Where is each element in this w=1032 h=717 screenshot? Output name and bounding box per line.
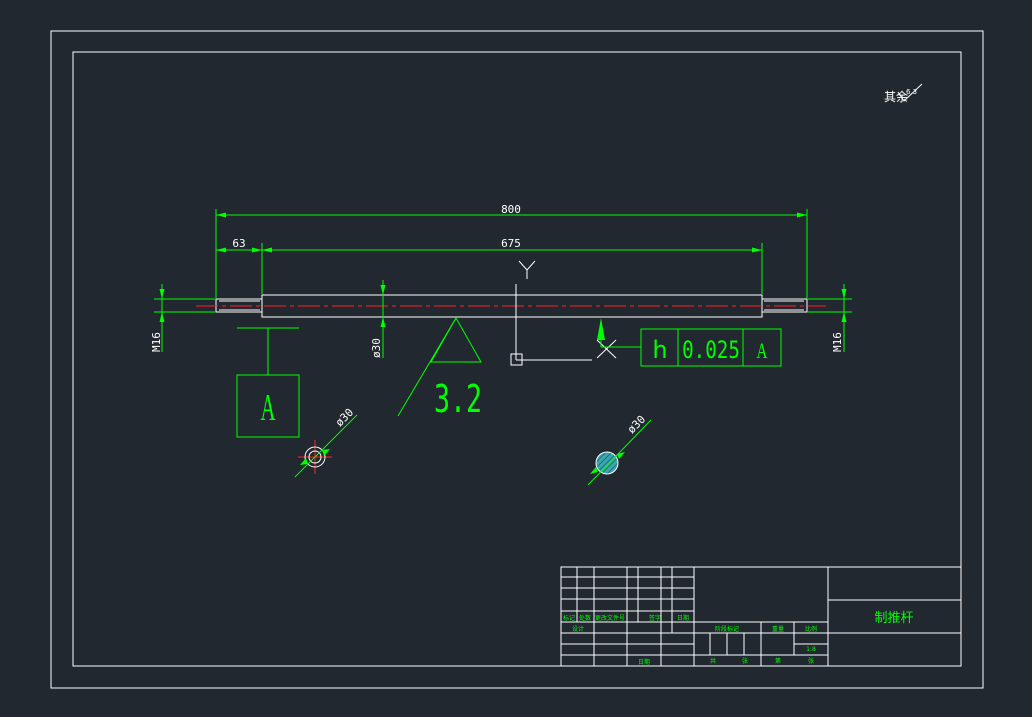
roughness-check-icon bbox=[897, 83, 923, 102]
sheet-label: 张 bbox=[742, 657, 748, 665]
arrow-icon bbox=[262, 247, 272, 253]
dimension-overall: 800 bbox=[215, 203, 808, 298]
tolerance-symbol: h bbox=[652, 336, 667, 364]
header-change-doc: 更改文件号 bbox=[595, 614, 625, 622]
page-sheet-label: 张 bbox=[808, 657, 814, 665]
dimension-body-diameter: ø30 bbox=[370, 280, 386, 358]
dimension-text-m16-left: M16 bbox=[150, 332, 163, 352]
page-label: 第 bbox=[775, 657, 781, 665]
section-hatched-circle bbox=[595, 451, 619, 475]
arrow-icon bbox=[841, 312, 847, 322]
arrow-icon bbox=[590, 467, 598, 474]
dimension-left-thread: M16 bbox=[150, 284, 215, 352]
ucs-icon bbox=[510, 260, 617, 366]
roughness-symbol: 3.2 bbox=[397, 317, 482, 421]
roughness-note-value: 6.3 bbox=[906, 88, 917, 96]
inner-border bbox=[72, 51, 962, 667]
header-count: 处数 bbox=[579, 614, 591, 622]
title-block: 标记 处数 更改文件号 签字 日期 设计 日期 阶段标记 重量 比例 1:8 共… bbox=[560, 566, 962, 667]
roughness-value: 3.2 bbox=[434, 377, 482, 421]
tolerance-value: 0.025 bbox=[682, 337, 740, 365]
arrow-icon bbox=[252, 247, 262, 253]
section-inner-circle bbox=[308, 450, 322, 464]
arrow-icon bbox=[159, 289, 165, 299]
dimension-body: 63 675 bbox=[216, 237, 763, 294]
arrow-icon bbox=[797, 212, 807, 218]
arrow-icon bbox=[380, 317, 386, 327]
scale-label: 比例 bbox=[805, 625, 817, 633]
tolerance-arrow-icon bbox=[597, 318, 605, 340]
header-sign: 签字 bbox=[649, 614, 661, 622]
total-label: 共 bbox=[710, 657, 716, 665]
arrow-icon bbox=[617, 452, 625, 459]
arrow-icon bbox=[159, 312, 165, 322]
scale-value: 1:8 bbox=[806, 646, 816, 653]
arrow-icon bbox=[216, 212, 226, 218]
section-outer-circle bbox=[304, 446, 326, 468]
section-dimension-line bbox=[294, 414, 358, 478]
section-dimension-text-left: ø30 bbox=[333, 406, 356, 429]
part-name: 制推杆 bbox=[874, 611, 913, 626]
arrow-icon bbox=[322, 449, 330, 456]
roughness-note-text: 其余 bbox=[884, 89, 908, 104]
ucs-origin-box bbox=[510, 353, 523, 366]
dimension-text-diameter: ø30 bbox=[370, 338, 383, 358]
dimension-text-63: 63 bbox=[232, 237, 245, 250]
ucs-y-label-icon bbox=[518, 260, 536, 271]
arrow-icon bbox=[216, 247, 226, 253]
section-dimension-line-right bbox=[587, 419, 652, 486]
section-dimension-text-right: ø30 bbox=[625, 413, 648, 436]
arrow-icon bbox=[300, 458, 308, 465]
section-view-left: ø30 bbox=[294, 406, 358, 478]
shaft bbox=[196, 294, 826, 318]
header-mark: 标记 bbox=[563, 614, 575, 622]
ucs-x-mark bbox=[596, 339, 617, 359]
section-view-right: ø30 bbox=[587, 413, 652, 486]
date-label: 日期 bbox=[638, 658, 650, 666]
roughness-leader bbox=[397, 317, 457, 417]
design-label: 设计 bbox=[572, 625, 584, 633]
dimension-right-thread: M16 bbox=[808, 284, 852, 352]
outer-border bbox=[50, 30, 984, 689]
dimension-text-800: 800 bbox=[501, 203, 521, 216]
dimension-text-675: 675 bbox=[501, 237, 521, 250]
arrow-icon bbox=[380, 285, 386, 295]
tolerance-datum: A bbox=[756, 339, 767, 363]
header-date: 日期 bbox=[677, 614, 689, 622]
weight-label: 重量 bbox=[772, 625, 784, 633]
roughness-triangle-icon bbox=[430, 317, 482, 363]
datum-label: A bbox=[260, 387, 275, 429]
arrow-icon bbox=[752, 247, 762, 253]
tolerance-callout: h 0.025 A bbox=[597, 318, 782, 367]
stage-label: 阶段标记 bbox=[715, 625, 739, 633]
arrow-icon bbox=[841, 289, 847, 299]
general-roughness-note: 其余 6.3 bbox=[884, 83, 923, 104]
datum-symbol: A bbox=[236, 327, 300, 438]
datum-box bbox=[236, 374, 300, 438]
tolerance-frame bbox=[640, 328, 782, 367]
dimension-text-m16-right: M16 bbox=[831, 332, 844, 352]
